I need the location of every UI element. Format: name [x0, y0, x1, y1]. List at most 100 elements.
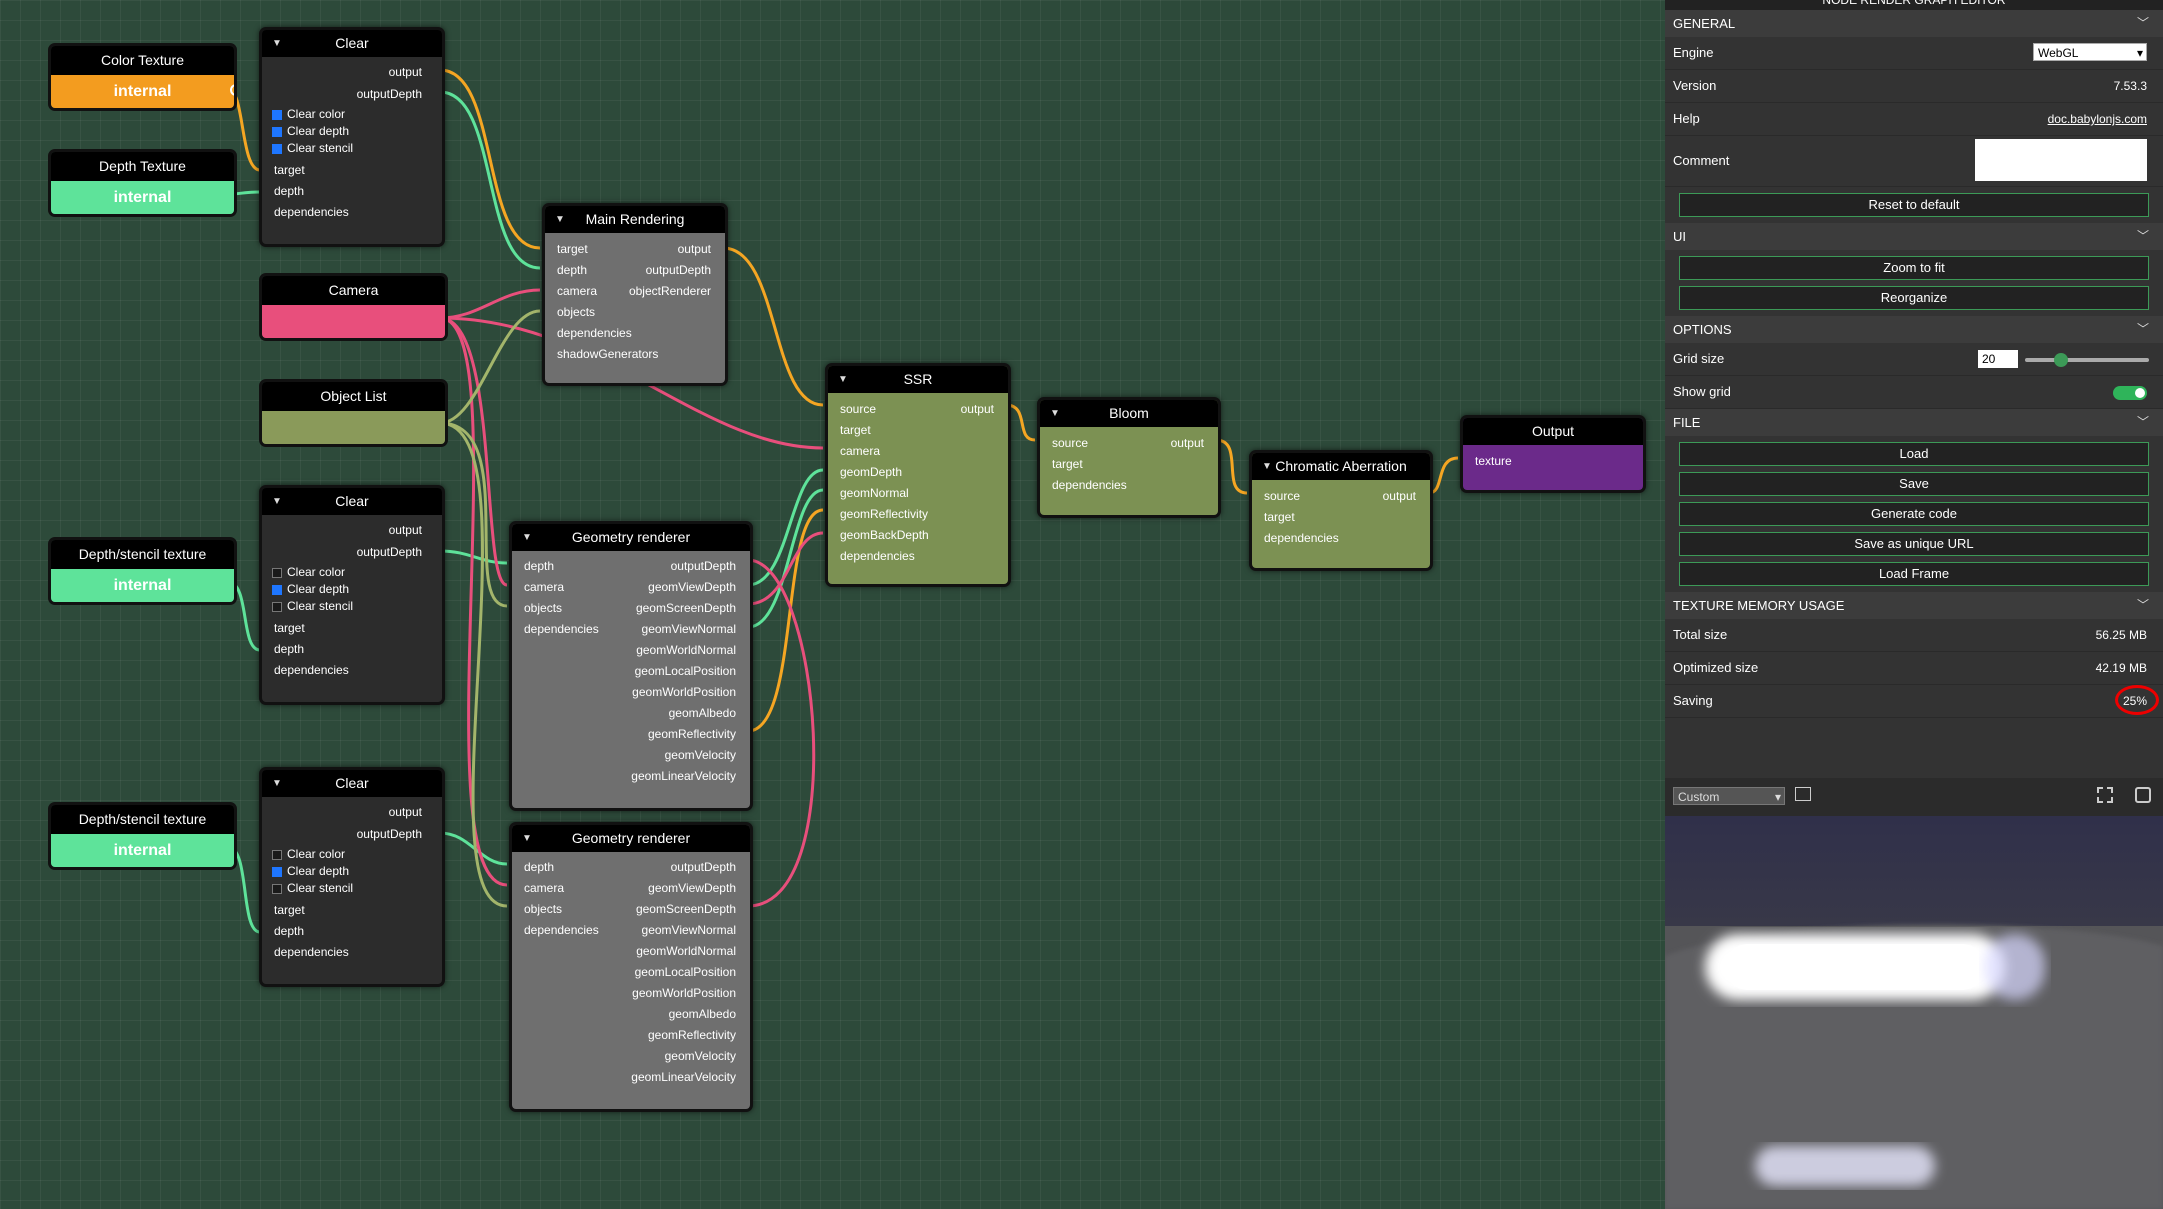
generate-code-button[interactable]: Generate code [1679, 502, 2149, 526]
port-object-renderer[interactable]: objectRenderer [628, 284, 711, 298]
port-geom-reflectivity[interactable]: geomReflectivity [647, 727, 736, 741]
port-geom-screen-depth[interactable]: geomScreenDepth [635, 902, 736, 916]
port-shadow-generators[interactable]: shadowGenerators [557, 347, 659, 361]
fullscreen-icon[interactable] [2097, 787, 2113, 803]
port-dependencies[interactable]: dependencies [524, 622, 599, 636]
port-geom-view-normal[interactable]: geomViewNormal [641, 622, 736, 636]
clear-depth-checkbox[interactable]: Clear depth [272, 863, 349, 879]
port-geom-depth[interactable]: geomDepth [840, 465, 903, 479]
chromatic-aberration-node[interactable]: ▼Chromatic Aberration source target depe… [1249, 450, 1433, 571]
port-geom-local-position[interactable]: geomLocalPosition [634, 664, 736, 678]
port-target[interactable]: target [274, 163, 305, 177]
port-camera[interactable]: camera [840, 444, 881, 458]
port-dependencies[interactable]: dependencies [1052, 478, 1127, 492]
grid-size-slider[interactable] [2025, 353, 2149, 367]
clear-depth-checkbox[interactable]: Clear depth [272, 581, 349, 597]
port-output[interactable]: output [1382, 489, 1416, 503]
help-link[interactable]: doc.babylonjs.com [2047, 112, 2147, 126]
reset-to-default-button[interactable]: Reset to default [1679, 193, 2149, 217]
port-dependencies[interactable]: dependencies [274, 945, 349, 959]
port-source[interactable]: source [1052, 436, 1089, 450]
section-file[interactable]: FILE﹀ [1665, 409, 2163, 436]
output-node[interactable]: Output texture [1460, 415, 1646, 493]
engine-select[interactable]: WebGL▾ [2033, 43, 2147, 61]
port-geom-normal[interactable]: geomNormal [840, 486, 909, 500]
load-button[interactable]: Load [1679, 442, 2149, 466]
port-depth[interactable]: depth [274, 184, 305, 198]
port-dependencies[interactable]: dependencies [840, 549, 915, 563]
port-geom-view-depth[interactable]: geomViewDepth [648, 881, 736, 895]
port-source[interactable]: source [1264, 489, 1301, 503]
color-texture-node[interactable]: Color Texture internal [48, 43, 237, 111]
clear-depth-checkbox[interactable]: Clear depth [272, 123, 349, 139]
port-output[interactable]: output [960, 402, 994, 416]
port-dependencies[interactable]: dependencies [524, 923, 599, 937]
port-output[interactable]: output [388, 805, 422, 819]
port-output[interactable]: output [388, 523, 422, 537]
port-objects[interactable]: objects [557, 305, 596, 319]
port-dependencies[interactable]: dependencies [274, 663, 349, 677]
comment-input[interactable] [1975, 139, 2147, 181]
port-camera[interactable]: camera [557, 284, 598, 298]
port-output-depth[interactable]: outputDepth [645, 263, 711, 277]
port-target[interactable]: target [840, 423, 871, 437]
preview-mode-select[interactable]: Custom▾ [1673, 787, 1785, 805]
port-output[interactable]: output [1170, 436, 1204, 450]
camera-node[interactable]: Camera [259, 273, 448, 341]
ssr-node[interactable]: ▼SSR source target camera geomDepth geom… [825, 363, 1011, 587]
port-target[interactable]: target [557, 242, 588, 256]
port-objects[interactable]: objects [524, 902, 563, 916]
port-camera[interactable]: camera [524, 580, 565, 594]
clear-stencil-checkbox[interactable]: Clear stencil [272, 880, 353, 896]
port-depth[interactable]: depth [524, 559, 555, 573]
clear-node-2[interactable]: ▼Clear output outputDepth Clear color Cl… [259, 485, 445, 705]
section-texture-memory[interactable]: TEXTURE MEMORY USAGE﹀ [1665, 592, 2163, 619]
load-frame-button[interactable]: Load Frame [1679, 562, 2149, 586]
port-geom-world-normal[interactable]: geomWorldNormal [636, 944, 736, 958]
depth-stencil-texture-node-1[interactable]: Depth/stencil texture internal [48, 537, 237, 605]
popout-icon[interactable] [2135, 787, 2151, 803]
port-geom-world-position[interactable]: geomWorldPosition [632, 685, 736, 699]
port-depth[interactable]: depth [274, 642, 305, 656]
clear-node-1[interactable]: ▼Clear output outputDepth Clear color Cl… [259, 27, 445, 247]
clear-color-checkbox[interactable]: Clear color [272, 846, 345, 862]
geometry-renderer-node-1[interactable]: ▼Geometry renderer depth camera objects … [509, 521, 753, 811]
port-depth[interactable]: depth [557, 263, 588, 277]
image-icon[interactable] [1795, 787, 1811, 801]
port-depth[interactable]: depth [274, 924, 305, 938]
depth-stencil-texture-node-2[interactable]: Depth/stencil texture internal [48, 802, 237, 870]
port-objects[interactable]: objects [524, 601, 563, 615]
clear-stencil-checkbox[interactable]: Clear stencil [272, 140, 353, 156]
clear-stencil-checkbox[interactable]: Clear stencil [272, 598, 353, 614]
port-geom-world-normal[interactable]: geomWorldNormal [636, 643, 736, 657]
port-texture[interactable]: texture [1475, 454, 1512, 468]
reorganize-button[interactable]: Reorganize [1679, 286, 2149, 310]
save-button[interactable]: Save [1679, 472, 2149, 496]
port-geom-albedo[interactable]: geomAlbedo [668, 1007, 736, 1021]
port-geom-local-position[interactable]: geomLocalPosition [634, 965, 736, 979]
port-dependencies[interactable]: dependencies [1264, 531, 1339, 545]
port-geom-albedo[interactable]: geomAlbedo [668, 706, 736, 720]
port-geom-world-position[interactable]: geomWorldPosition [632, 986, 736, 1000]
section-general[interactable]: GENERAL﹀ [1665, 10, 2163, 37]
port-output-depth[interactable]: outputDepth [356, 87, 422, 101]
port-camera[interactable]: camera [524, 881, 565, 895]
port-geom-velocity[interactable]: geomVelocity [664, 1049, 736, 1063]
port-output-depth[interactable]: outputDepth [670, 559, 736, 573]
port-dependencies[interactable]: dependencies [557, 326, 632, 340]
output-port[interactable] [230, 84, 234, 96]
show-grid-toggle[interactable] [2113, 386, 2147, 400]
section-options[interactable]: OPTIONS﹀ [1665, 316, 2163, 343]
clear-color-checkbox[interactable]: Clear color [272, 106, 345, 122]
zoom-to-fit-button[interactable]: Zoom to fit [1679, 256, 2149, 280]
port-output-depth[interactable]: outputDepth [356, 827, 422, 841]
port-dependencies[interactable]: dependencies [274, 205, 349, 219]
port-target[interactable]: target [274, 903, 305, 917]
port-geom-view-depth[interactable]: geomViewDepth [648, 580, 736, 594]
port-target[interactable]: target [1052, 457, 1083, 471]
port-output[interactable]: output [388, 65, 422, 79]
port-target[interactable]: target [274, 621, 305, 635]
port-depth[interactable]: depth [524, 860, 555, 874]
object-list-node[interactable]: Object List [259, 379, 448, 447]
port-output-depth[interactable]: outputDepth [356, 545, 422, 559]
